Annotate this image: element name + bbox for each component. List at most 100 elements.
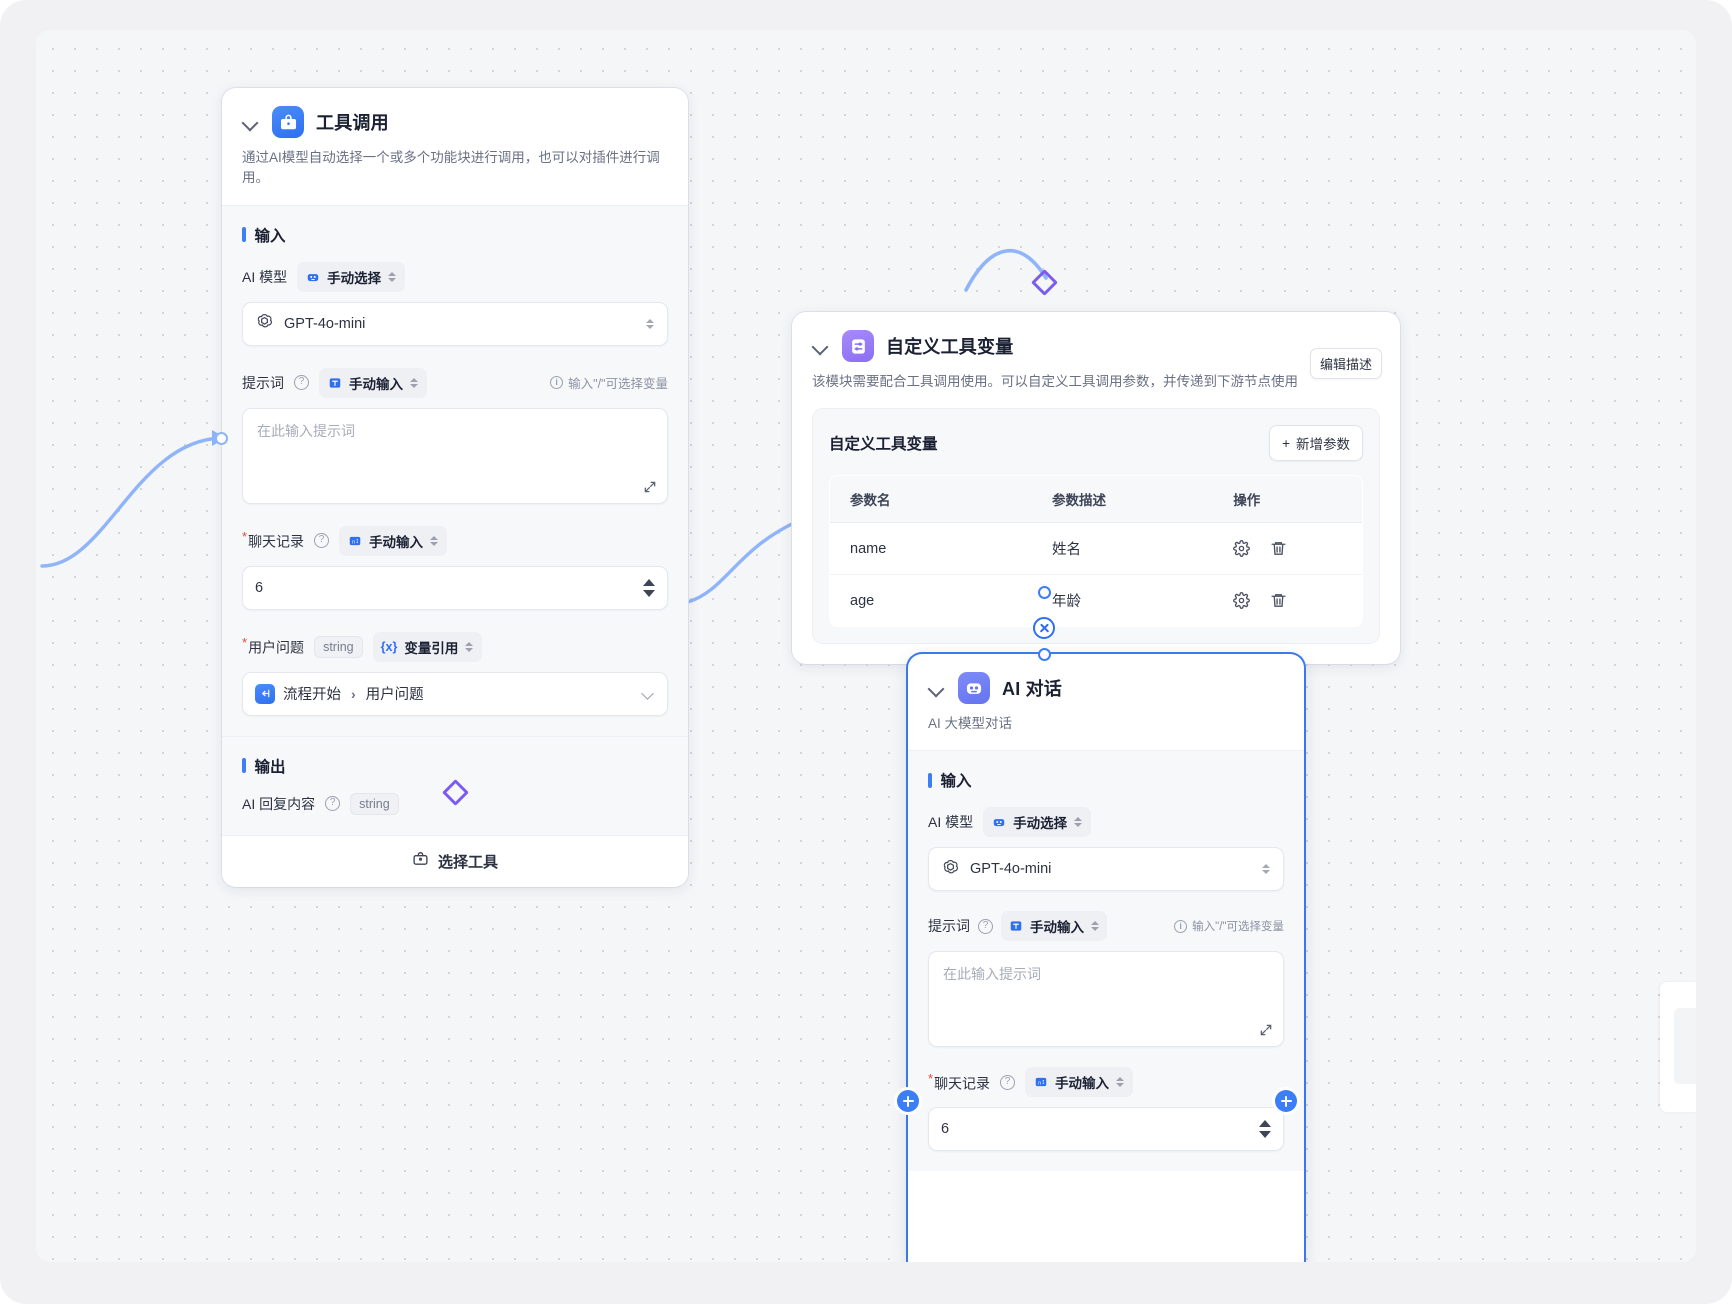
table-row[interactable]: name 姓名 xyxy=(830,522,1362,576)
prompt-textarea[interactable]: 在此输入提示词 xyxy=(928,951,1284,1048)
help-icon[interactable]: ? xyxy=(978,918,993,934)
collapse-chevron-icon[interactable] xyxy=(242,113,260,131)
output-type-tag: string xyxy=(350,792,399,815)
user-question-ref-select[interactable]: 流程开始 › 用户问题 xyxy=(242,671,668,716)
chat-history-input[interactable]: 6 xyxy=(928,1107,1284,1152)
node-description: AI 大模型对话 xyxy=(928,716,1013,731)
input-section-label: 输入 xyxy=(940,773,972,791)
required-star: * xyxy=(928,1070,934,1086)
prompt-label: 提示词 xyxy=(242,374,284,391)
ai-model-select[interactable]: GPT-4o-mini xyxy=(242,301,668,346)
chat-history-input[interactable]: 6 xyxy=(242,565,668,610)
param-desc: 姓名 xyxy=(1032,522,1214,576)
chevron-updown-icon xyxy=(1091,919,1100,933)
node-title: 工具调用 xyxy=(316,113,389,133)
edge-delete-button[interactable] xyxy=(1033,617,1055,639)
param-desc: 年龄 xyxy=(1052,594,1082,611)
input-section: 输入 AI 模型 手动选择 xyxy=(908,750,1304,1172)
chevron-updown-icon[interactable] xyxy=(1262,862,1271,876)
prompt-textarea[interactable]: 在此输入提示词 xyxy=(242,407,668,504)
ai-model-mode-select[interactable]: 手动选择 xyxy=(297,261,406,292)
prompt-row: 提示词 ? 手动输入 i 输入"/"可选择变量 xyxy=(242,367,668,398)
chevron-updown-icon xyxy=(388,270,397,284)
toolbox-outline-icon xyxy=(412,850,429,872)
add-parameter-button[interactable]: + 新增参数 xyxy=(1269,425,1363,462)
chevron-updown-icon xyxy=(410,376,419,390)
chevron-updown-icon[interactable] xyxy=(646,317,655,331)
plus-icon: + xyxy=(1282,435,1290,451)
chat-history-mode-select[interactable]: n 手动输入 xyxy=(339,525,448,556)
prompt-placeholder: 在此输入提示词 xyxy=(943,966,1041,983)
gear-icon[interactable] xyxy=(1233,592,1251,610)
user-question-mode-select[interactable]: {x} 变量引用 xyxy=(372,631,483,662)
help-icon[interactable]: ? xyxy=(294,375,309,390)
prompt-hint-text: 输入"/"可选择变量 xyxy=(1192,921,1284,934)
chat-history-label: *聊天记录 xyxy=(928,1070,991,1092)
chevron-updown-icon xyxy=(1116,1075,1125,1089)
node-custom-var-output-handle[interactable] xyxy=(1038,586,1051,599)
ai-model-value: GPT-4o-mini xyxy=(970,861,1052,878)
output-row: AI 回复内容 ? string xyxy=(242,792,668,815)
select-tool-button[interactable]: 选择工具 xyxy=(222,834,688,887)
help-icon[interactable]: ? xyxy=(314,533,330,548)
svg-text:n: n xyxy=(1038,1081,1041,1087)
node-tool-call[interactable]: 工具调用 通过AI模型自动选择一个或多个功能块进行调用，也可以对插件进行调用。 … xyxy=(222,88,688,887)
chevron-down-icon[interactable] xyxy=(643,688,655,700)
ref-node-name: 流程开始 xyxy=(283,687,341,703)
output-section-label: 输出 xyxy=(254,758,286,776)
collapse-chevron-icon[interactable] xyxy=(928,679,946,697)
ai-model-mode-select[interactable]: 手动选择 xyxy=(983,807,1092,838)
section-accent-bar xyxy=(242,758,246,773)
edit-description-button[interactable]: 编辑描述 xyxy=(1309,348,1382,379)
user-question-row: *用户问题 string {x} 变量引用 xyxy=(242,631,668,662)
expand-icon[interactable] xyxy=(1259,1023,1273,1037)
node-tool-call-header: 工具调用 通过AI模型自动选择一个或多个功能块进行调用，也可以对插件进行调用。 xyxy=(222,88,688,205)
prompt-hint-text: 输入"/"可选择变量 xyxy=(568,377,668,391)
trash-icon[interactable] xyxy=(1270,592,1287,609)
node-custom-var-header: 自定义工具变量 该模块需要配合工具调用使用。可以自定义工具调用参数，并传递到下游… xyxy=(792,312,1400,408)
expand-icon[interactable] xyxy=(643,480,657,494)
toolbox-icon xyxy=(272,106,304,138)
ai-model-select[interactable]: GPT-4o-mini xyxy=(928,847,1284,892)
ref-field-name: 用户问题 xyxy=(365,687,424,703)
output-label: AI 回复内容 xyxy=(242,795,316,812)
chat-history-mode-value: 手动输入 xyxy=(1055,1076,1110,1092)
node-description: 该模块需要配合工具调用使用。可以自定义工具调用参数，并传递到下游节点使用 xyxy=(812,374,1298,389)
chat-history-mode-select[interactable]: n 手动输入 xyxy=(1025,1067,1134,1098)
table-row[interactable]: age 年龄 xyxy=(830,575,1362,627)
table-header-row: 参数名 参数描述 操作 xyxy=(830,476,1362,524)
gear-icon[interactable] xyxy=(1233,540,1251,558)
node-custom-tool-variable[interactable]: 自定义工具变量 该模块需要配合工具调用使用。可以自定义工具调用参数，并传递到下游… xyxy=(792,312,1400,665)
chat-history-mode-value: 手动输入 xyxy=(369,534,424,550)
help-icon[interactable]: ? xyxy=(1000,1074,1016,1090)
ai-model-row: AI 模型 手动选择 xyxy=(928,807,1284,838)
prompt-mode-select[interactable]: 手动输入 xyxy=(319,367,427,398)
prompt-label: 提示词 xyxy=(928,918,970,935)
user-question-mode-value: 变量引用 xyxy=(404,640,459,656)
node-title: AI 对话 xyxy=(1002,679,1063,699)
number-input-mini-icon: n xyxy=(347,533,362,548)
prompt-mode-select[interactable]: 手动输入 xyxy=(1001,911,1107,942)
breadcrumb-separator: › xyxy=(351,685,356,702)
number-stepper[interactable] xyxy=(643,578,655,597)
col-actions: 操作 xyxy=(1213,476,1362,524)
add-parameter-label: 新增参数 xyxy=(1296,437,1350,453)
required-star: * xyxy=(242,529,248,545)
chat-history-label: *聊天记录 xyxy=(242,529,305,550)
node-ai-chat-right-add-handle[interactable] xyxy=(1275,1090,1297,1112)
prompt-mode-value: 手动输入 xyxy=(1030,920,1084,936)
parameters-table: 参数名 参数描述 操作 name 姓名 xyxy=(829,475,1363,628)
help-icon[interactable]: ? xyxy=(325,796,341,811)
trash-icon[interactable] xyxy=(1270,540,1287,557)
node-ai-chat-input-handle[interactable] xyxy=(1038,648,1051,661)
node-tool-call-input-handle[interactable] xyxy=(215,432,228,445)
right-panel-edge-inner xyxy=(1674,1008,1696,1084)
openai-icon xyxy=(941,858,960,881)
node-ai-chat-left-add-handle[interactable] xyxy=(897,1090,919,1112)
chevron-updown-icon xyxy=(465,640,474,654)
node-ai-chat[interactable]: AI 对话 AI 大模型对话 输入 AI 模型 手动选择 xyxy=(908,654,1304,1262)
chat-history-row: *聊天记录 ? n 手动输入 xyxy=(928,1067,1284,1098)
chat-history-row: *聊天记录 ? n 手动输入 xyxy=(242,525,668,556)
collapse-chevron-icon[interactable] xyxy=(812,337,830,355)
number-stepper[interactable] xyxy=(1259,1120,1271,1139)
